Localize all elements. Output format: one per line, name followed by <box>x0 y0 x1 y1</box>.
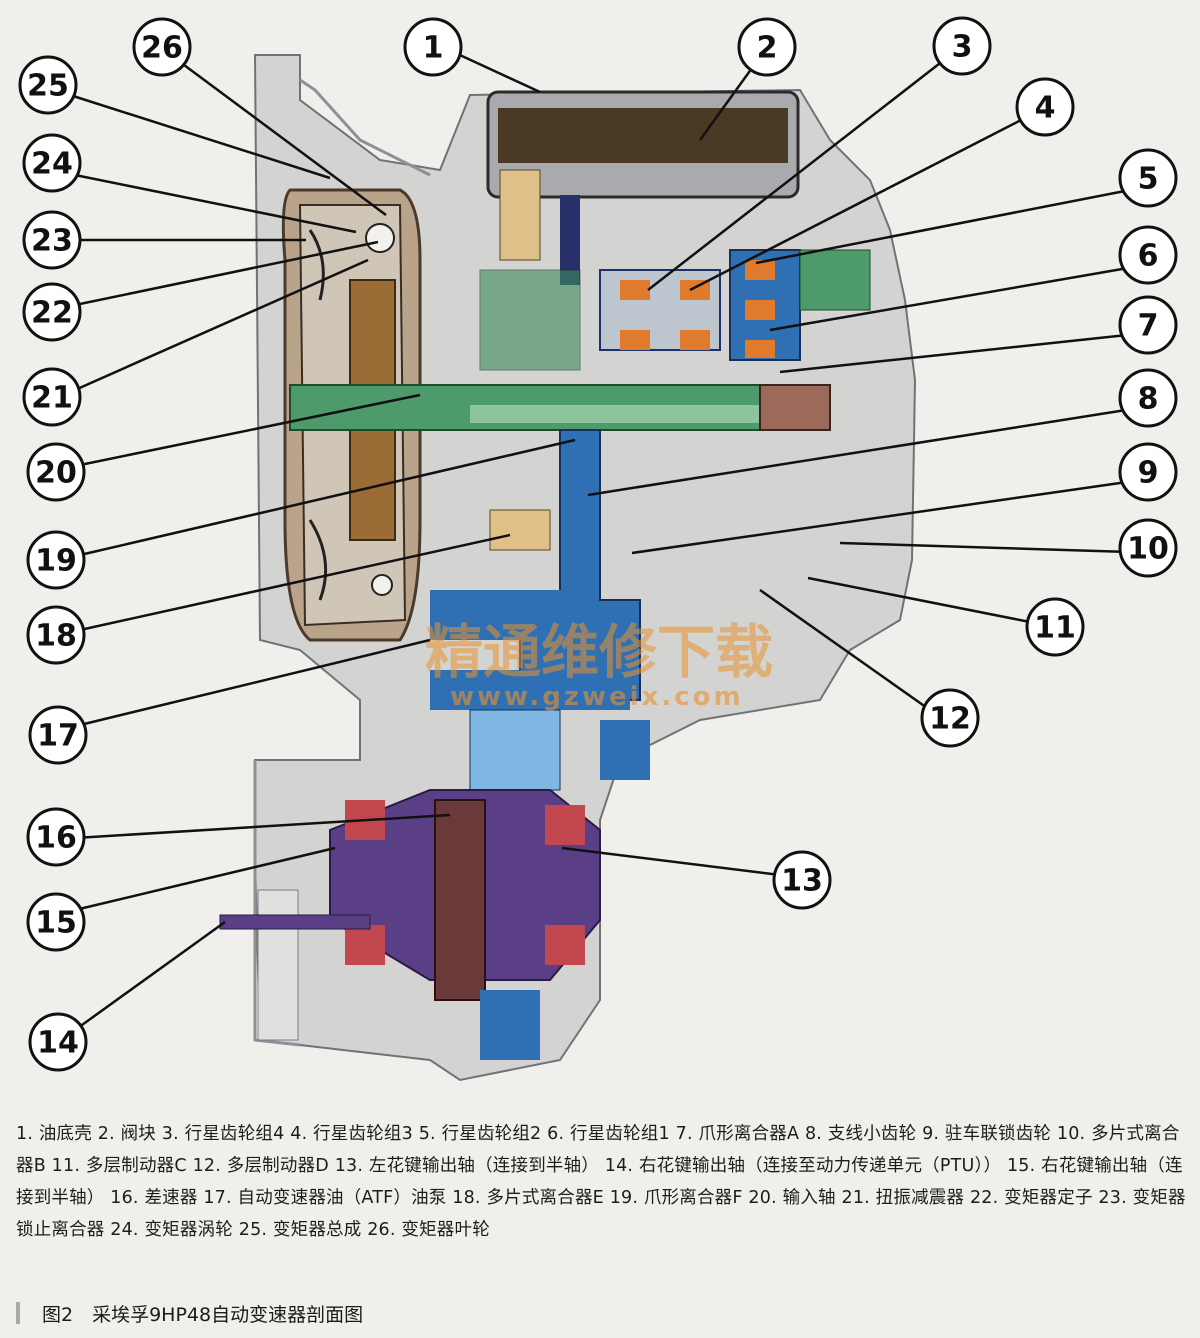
callout-12: 12 <box>920 688 980 748</box>
svg-text:22: 22 <box>31 296 73 331</box>
callout-14: 14 <box>28 1012 88 1072</box>
legend-item: 22. 变矩器定子 <box>969 1188 1093 1208</box>
legend-item: 3. 行星齿轮组4 <box>161 1124 285 1144</box>
legend-item: 15. 右花键输出轴（连接到半轴） <box>16 1156 1183 1208</box>
legend-item: 16. 差速器 <box>110 1188 198 1208</box>
callout-15: 15 <box>26 892 86 952</box>
svg-text:4: 4 <box>1035 91 1056 126</box>
callout-8: 8 <box>1118 368 1178 428</box>
svg-text:12: 12 <box>929 702 971 737</box>
callout-7: 7 <box>1118 295 1178 355</box>
figure-title: 图2 采埃孚9HP48自动变速器剖面图 <box>16 1296 363 1330</box>
legend-item: 4. 行星齿轮组3 <box>290 1124 413 1144</box>
svg-text:2: 2 <box>757 31 778 66</box>
legend-item: 23. 变矩器锁止离合器 <box>16 1188 1186 1240</box>
legend-item: 26. 变矩器叶轮 <box>367 1220 490 1240</box>
legend-item: 8. 支线小齿轮 <box>804 1124 917 1144</box>
callout-13: 13 <box>772 850 832 910</box>
callout-16: 16 <box>26 807 86 867</box>
callout-6: 6 <box>1118 225 1178 285</box>
watermark: 精通维修下载 www.gzweix.com <box>425 618 773 712</box>
svg-text:5: 5 <box>1138 162 1159 197</box>
legend-item: 1. 油底壳 <box>16 1124 92 1144</box>
callout-21: 21 <box>22 367 82 427</box>
legend-item: 2. 阀块 <box>97 1124 156 1144</box>
parts-legend: 1. 油底壳 2. 阀块 3. 行星齿轮组4 4. 行星齿轮组3 5. 行星齿轮… <box>16 1118 1192 1246</box>
callout-20: 20 <box>26 442 86 502</box>
callout-26: 26 <box>132 17 192 77</box>
legend-item: 7. 爪形离合器A <box>675 1124 800 1144</box>
callout-11: 11 <box>1025 597 1085 657</box>
callout-9: 9 <box>1118 442 1178 502</box>
svg-text:19: 19 <box>35 544 77 579</box>
svg-text:16: 16 <box>35 821 77 856</box>
callout-23: 23 <box>22 210 82 270</box>
legend-item: 11. 多层制动器C <box>51 1156 187 1176</box>
callout-25: 25 <box>18 55 78 115</box>
callout-17: 17 <box>28 705 88 765</box>
title-bar-decoration <box>16 1302 20 1324</box>
svg-text:1: 1 <box>423 31 444 66</box>
svg-text:8: 8 <box>1138 382 1159 417</box>
svg-text:3: 3 <box>952 30 973 65</box>
leader-lines <box>69 48 1131 1032</box>
svg-text:6: 6 <box>1138 239 1159 274</box>
pump-and-differential <box>219 429 650 1060</box>
legend-item: 25. 变矩器总成 <box>238 1220 362 1240</box>
callout-24: 24 <box>22 133 82 193</box>
svg-text:17: 17 <box>37 719 79 754</box>
legend-item: 6. 行星齿轮组1 <box>547 1124 670 1144</box>
svg-text:7: 7 <box>1138 309 1159 344</box>
svg-text:18: 18 <box>35 619 77 654</box>
callout-1: 1 <box>403 17 463 77</box>
svg-text:13: 13 <box>781 864 823 899</box>
svg-text:20: 20 <box>35 456 77 491</box>
callout-18: 18 <box>26 605 86 665</box>
svg-text:21: 21 <box>31 381 73 416</box>
legend-item: 18. 多片式离合器E <box>452 1188 604 1208</box>
svg-text:24: 24 <box>31 147 73 182</box>
svg-text:23: 23 <box>31 224 73 259</box>
input-shaft <box>289 384 831 431</box>
figure-title-text: 图2 采埃孚9HP48自动变速器剖面图 <box>42 1303 364 1326</box>
svg-text:10: 10 <box>1127 532 1169 567</box>
valve-block-and-pan <box>486 90 800 285</box>
legend-item: 13. 左花键输出轴（连接到半轴） <box>334 1156 599 1176</box>
svg-text:14: 14 <box>37 1026 79 1061</box>
watermark-text: 精通维修下载 <box>425 618 773 686</box>
legend-item: 17. 自动变速器油（ATF）油泵 <box>203 1188 447 1208</box>
legend-item: 24. 变矩器涡轮 <box>110 1220 233 1240</box>
svg-text:15: 15 <box>35 906 77 941</box>
callout-22: 22 <box>22 282 82 342</box>
callout-3: 3 <box>932 16 992 76</box>
callout-10: 10 <box>1118 518 1178 578</box>
svg-text:25: 25 <box>27 69 69 104</box>
legend-item: 10. 多片式离合器B <box>16 1124 1180 1176</box>
callout-19: 19 <box>26 530 86 590</box>
legend-item: 14. 右花键输出轴（连接至动力传递单元（PTU）） <box>604 1156 1002 1176</box>
svg-text:11: 11 <box>1034 611 1076 646</box>
legend-item: 21. 扭振减震器 <box>841 1188 965 1208</box>
transmission-cutaway-figure: 精通维修下载 www.gzweix.com 1 2 3 4 <box>18 16 1178 1082</box>
callouts: 1 2 3 4 5 6 7 8 9 10 11 12 13 14 15 16 1… <box>18 16 1178 1072</box>
legend-item: 12. 多层制动器D <box>192 1156 329 1176</box>
watermark-url: www.gzweix.com <box>450 682 744 712</box>
svg-text:26: 26 <box>141 31 183 66</box>
callout-5: 5 <box>1118 148 1178 208</box>
svg-text:9: 9 <box>1138 456 1159 491</box>
planetary-gear-sets <box>479 249 871 551</box>
legend-item: 19. 爪形离合器F <box>609 1188 743 1208</box>
legend-item: 5. 行星齿轮组2 <box>418 1124 542 1144</box>
legend-item: 9. 驻车联锁齿轮 <box>922 1124 1052 1144</box>
callout-4: 4 <box>1015 77 1075 137</box>
legend-item: 20. 输入轴 <box>748 1188 836 1208</box>
callout-2: 2 <box>737 17 797 77</box>
